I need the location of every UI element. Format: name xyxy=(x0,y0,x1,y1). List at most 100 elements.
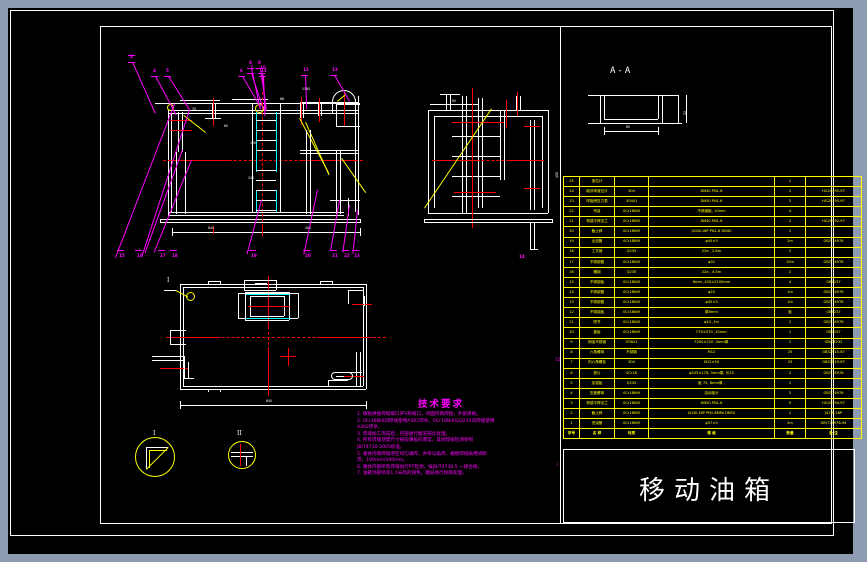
bom-cell-remark: GB/T14976-94 xyxy=(805,418,862,430)
bom-cell-qty: 25 xyxy=(774,347,806,359)
bom-cell-material: 0Cr18Ni9 xyxy=(614,206,649,218)
tech-requirement-line: JB/T4730-2005标准。 xyxy=(357,444,405,450)
bom-cell-qty: 1m xyxy=(774,287,806,299)
bom-cell-remark: GB/T14976 xyxy=(805,256,862,268)
bom-cell-qty: 1 xyxy=(774,175,806,188)
tech-requirement-line: 5. 箱体内侧焊缝须在均匀满焊，并带与角焊、箱壁焊缝采用间断 xyxy=(357,451,487,457)
dimension-text: 80 xyxy=(626,125,631,129)
bom-cell-qty: 2 xyxy=(774,246,806,258)
bom-cell-spec: F70×570 ,10mm xyxy=(648,327,775,339)
bom-cell-name: 加强板 xyxy=(579,377,615,389)
dimension-text: 400 xyxy=(555,171,559,178)
bom-cell-spec: F200×720 ,3mm厚 xyxy=(648,337,775,349)
bom-cell-name: 吊耳 xyxy=(579,206,615,218)
bom-cell-name: 带颈平焊法兰 xyxy=(579,398,615,410)
balloon-item-12: 12 xyxy=(303,67,309,72)
bom-cell-material: 0Cr18Ni9 xyxy=(614,418,649,430)
bom-cell-no: 1 xyxy=(563,418,580,430)
bom-cell-no: 3 xyxy=(563,398,580,410)
bom-cell-no: 20 xyxy=(563,226,580,238)
bom-cell-qty: 2 xyxy=(774,196,806,208)
tech-requirement-line: 焊，100mm/100mm。 xyxy=(357,458,408,464)
bom-cell-no: 25 xyxy=(563,175,580,188)
bom-cell-qty: 4 xyxy=(774,276,806,289)
bom-cell-material: Q235 xyxy=(614,377,649,389)
bom-cell-material: 304 xyxy=(614,357,649,369)
balloon-item-10: 10 xyxy=(260,65,266,70)
dimension-text: 60 xyxy=(224,124,229,128)
bom-cell-name: 截止阀 xyxy=(579,408,615,420)
bom-cell-no: 9 xyxy=(563,337,580,349)
bom-cell-remark: HG20595-97 xyxy=(805,186,862,198)
bom-cell-no: 21 xyxy=(563,216,580,228)
bom-cell-remark: GB4237 xyxy=(805,307,862,319)
balloon-item-15: 15 xyxy=(119,253,125,258)
bom-cell-remark xyxy=(805,175,862,188)
tech-requirement-line: 6. 箱体内部所有焊缝进行PT检测，按JB/T4730.5 一级合格。 xyxy=(357,464,483,470)
balloon-item-4: 4 xyxy=(153,68,156,73)
section-label: A-A xyxy=(610,66,633,76)
bom-cell-name: 出油管 xyxy=(579,236,615,248)
bom-cell-material: 0Cr18Ni9 xyxy=(614,317,649,329)
bom-cell-spec: 22a , 4.5m xyxy=(648,266,775,278)
bom-cell-no: 4 xyxy=(563,387,580,400)
bom-cell-spec: φ45×3 xyxy=(648,236,775,248)
dimension-text: 22 xyxy=(683,110,687,115)
balloon-item-8: 8 xyxy=(249,60,252,65)
bom-cell-spec: φ245×178, 3mm厚, 长25 xyxy=(648,367,775,379)
bom-cell-no: 12 xyxy=(563,307,580,319)
balloon-item-21: 21 xyxy=(332,253,338,258)
bom-header-cell: 规 格 xyxy=(648,428,775,440)
bom-cell-material: 0Cr18Ni9 xyxy=(614,287,649,299)
detail-label-II-callout: II xyxy=(237,430,242,437)
balloon-item-7: 7 xyxy=(250,65,253,70)
balloon-item-17: 17 xyxy=(160,253,166,258)
bom-cell-remark: GB4237 xyxy=(805,327,862,339)
balloon-item-11: 11 xyxy=(261,68,267,73)
bom-cell-material: 0Cr18Ni9 xyxy=(614,256,649,268)
tech-requirements-list: 1. 钢板拼接焊缝坡口开V形坡口，背面内侧焊接，外部清根。2. 0Cr18Ni9… xyxy=(357,412,494,478)
bom-cell-name: 不锈钢管 xyxy=(579,297,615,309)
bom-header-cell: 备 注 xyxy=(805,428,862,440)
bom-cell-material: 0Cr18Ni9 xyxy=(614,236,649,248)
bom-cell-name: 进油管 xyxy=(579,418,615,430)
bom-cell-name: 呼吸阀压力表 xyxy=(579,196,615,208)
bom-cell-spec: DN50 PN1.8 xyxy=(648,398,775,410)
balloon-item-19: 19 xyxy=(251,253,257,258)
bom-cell-qty: 板 xyxy=(774,307,806,319)
bom-header-cell: 数量 xyxy=(774,428,806,440)
bom-cell-no: 17 xyxy=(563,256,580,268)
bom-cell-name: 阀油不锈钢 xyxy=(579,337,615,349)
bom-cell-spec: 不锈钢板, 10mm xyxy=(648,206,775,218)
tech-requirement-line: 4. 所有焊缝测量尺寸按较薄板的厚度，其他焊接检测参照 xyxy=(357,438,474,444)
bom-cell-name: 槽钢 xyxy=(579,266,615,278)
dimension-text: 640 xyxy=(266,399,273,403)
bom-cell-qty: 2m xyxy=(774,418,806,430)
bom-cell-qty: 2 xyxy=(774,216,806,228)
bom-cell-spec: 6mm ,100×2100mm xyxy=(648,276,775,289)
bom-cell-qty: 2 xyxy=(774,387,806,400)
tech-requirement-line: 3. 焊缝加工完成后，内部进行酸洗钝化处理。 xyxy=(357,431,451,437)
title-block xyxy=(563,449,855,523)
bom-cell-no: 19 xyxy=(563,236,580,248)
bom-cell-no: 16 xyxy=(563,266,580,278)
bom-cell-spec: 板 75, 6mm厚 , xyxy=(648,377,775,389)
bom-cell-qty: 10m xyxy=(774,256,806,268)
bom-cell-material: 304/Q xyxy=(614,196,649,208)
